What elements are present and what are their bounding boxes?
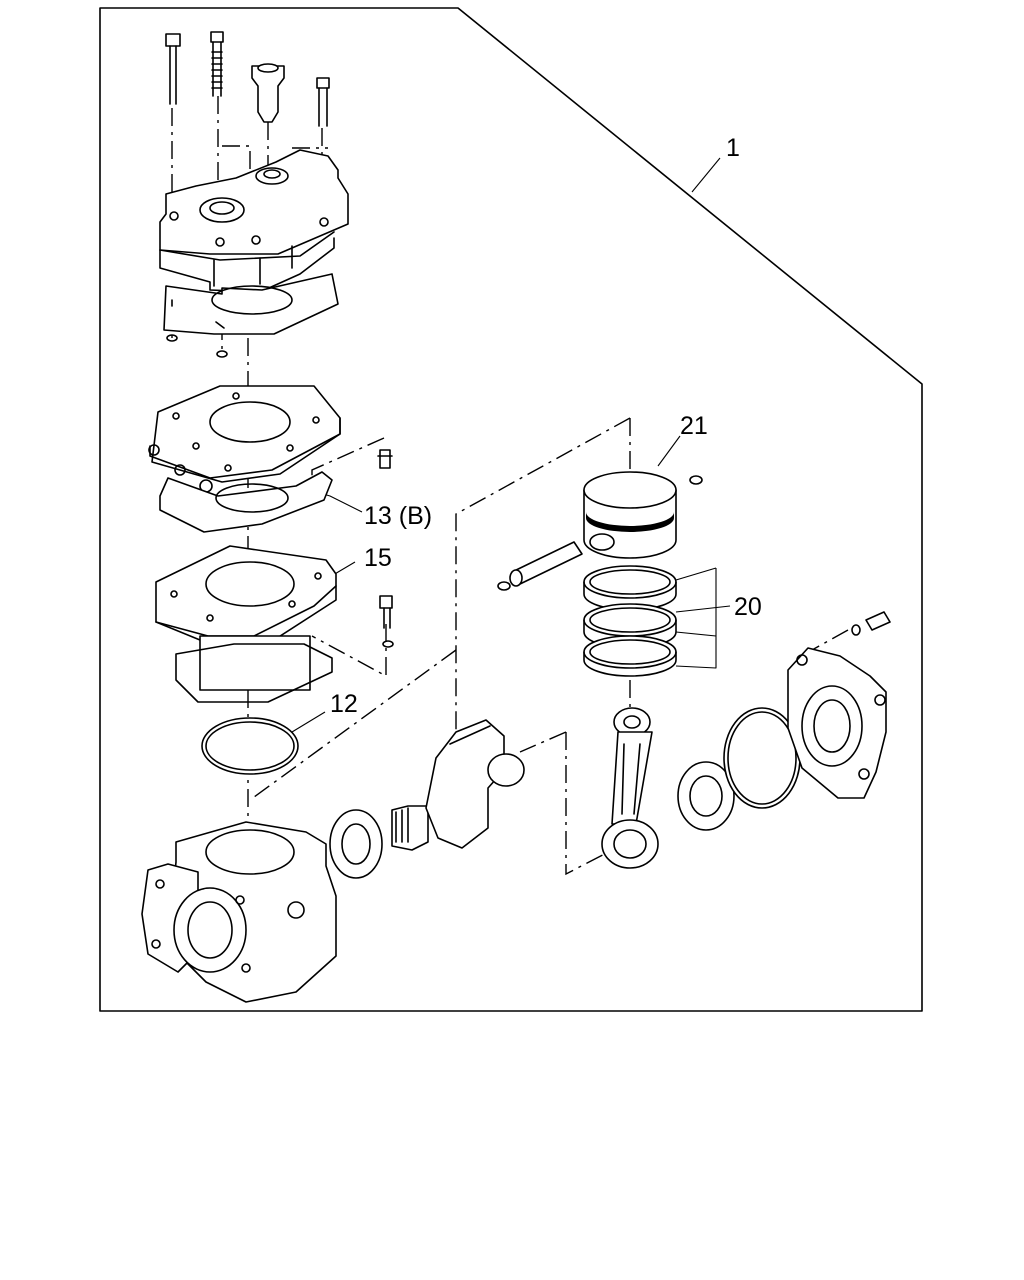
callout-20: 20 <box>734 593 762 621</box>
connecting-rod <box>601 707 659 869</box>
valve-plate <box>148 385 393 493</box>
callout-1: 1 <box>726 134 740 162</box>
cylinder-head <box>159 149 349 293</box>
callout-12: 12 <box>330 690 358 718</box>
piston-21 <box>583 471 703 559</box>
callout-21: 21 <box>680 412 708 440</box>
diagram-frame <box>99 7 923 1012</box>
piston-pin <box>497 541 583 591</box>
callout-13b: 13 (B) <box>364 502 432 530</box>
cylinder-head-bolts <box>165 31 330 127</box>
callout-labels: 1 21 13 (B) 15 20 12 <box>330 134 762 718</box>
bearing-left <box>329 809 383 879</box>
bearing-right <box>677 761 735 831</box>
head-gasket <box>163 273 339 358</box>
cylinder-15 <box>155 545 394 703</box>
end-cover <box>787 611 891 799</box>
o-ring-12 <box>201 717 299 775</box>
crankshaft <box>391 719 525 851</box>
callout-15: 15 <box>364 544 392 572</box>
gasket-13b <box>159 471 333 533</box>
crankcase <box>141 821 337 1003</box>
callout-leaders <box>291 157 731 733</box>
piston-rings-20 <box>583 565 677 677</box>
